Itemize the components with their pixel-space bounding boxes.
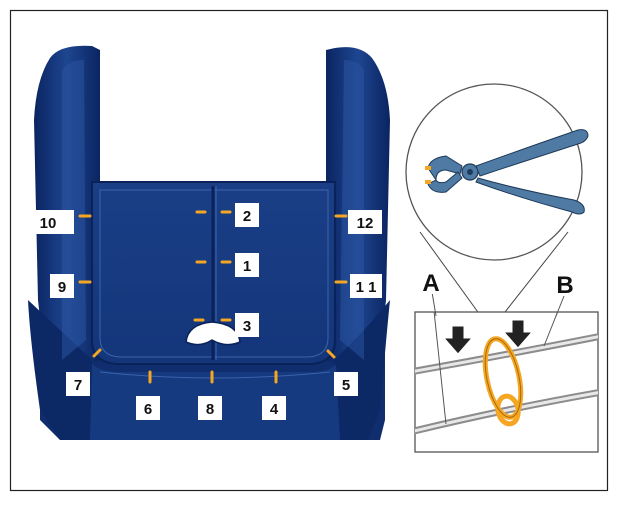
svg-text:2: 2 [243, 208, 251, 225]
magnifier-pointer-right [493, 231, 569, 327]
leader-b-top [555, 295, 565, 317]
marker-5: 5 [334, 372, 358, 396]
marker-1: 1 [235, 253, 259, 277]
magnifier-circle [405, 83, 583, 261]
detail-labels: A B [418, 268, 578, 299]
magnifier [405, 83, 589, 327]
tick-7 [92, 348, 102, 358]
svg-text:4: 4 [270, 401, 279, 418]
svg-text:9: 9 [58, 279, 66, 296]
magnifier-pointer-left [419, 231, 489, 327]
svg-text:12: 12 [357, 215, 374, 232]
marker-12: 12 [348, 210, 382, 234]
label-b: B [556, 272, 573, 299]
marker-9: 9 [50, 274, 74, 298]
press-arrow-icon [442, 319, 534, 355]
right-wing [334, 300, 390, 440]
marker-6: 6 [136, 396, 160, 420]
leader-a [433, 312, 447, 425]
center-hole [185, 321, 241, 346]
marker-labels: 2 1 3 10 9 12 1 1 7 [34, 203, 382, 420]
leader-a-top [431, 291, 437, 317]
marker-10: 10 [34, 210, 74, 234]
svg-text:10: 10 [40, 215, 57, 232]
svg-text:8: 8 [206, 401, 214, 418]
detail-box [414, 291, 599, 453]
svg-text:3: 3 [243, 318, 251, 335]
marker-2: 2 [235, 203, 259, 227]
svg-text:7: 7 [74, 377, 82, 394]
outer-frame [9, 9, 609, 492]
left-wing [28, 300, 92, 440]
svg-text:6: 6 [144, 401, 152, 418]
svg-text:1: 1 [243, 258, 251, 275]
marker-4: 4 [262, 396, 286, 420]
marker-11: 1 1 [350, 274, 382, 298]
clip-ticks [78, 210, 348, 384]
marker-8: 8 [198, 396, 222, 420]
leader-b [543, 312, 559, 347]
marker-7: 7 [66, 372, 90, 396]
tick-5 [326, 349, 336, 359]
label-a: A [422, 270, 439, 297]
marker-3: 3 [235, 313, 259, 337]
svg-text:5: 5 [342, 377, 350, 394]
panel-seam [99, 189, 329, 358]
pliers-icon [425, 129, 589, 215]
svg-text:1 1: 1 1 [356, 279, 377, 296]
